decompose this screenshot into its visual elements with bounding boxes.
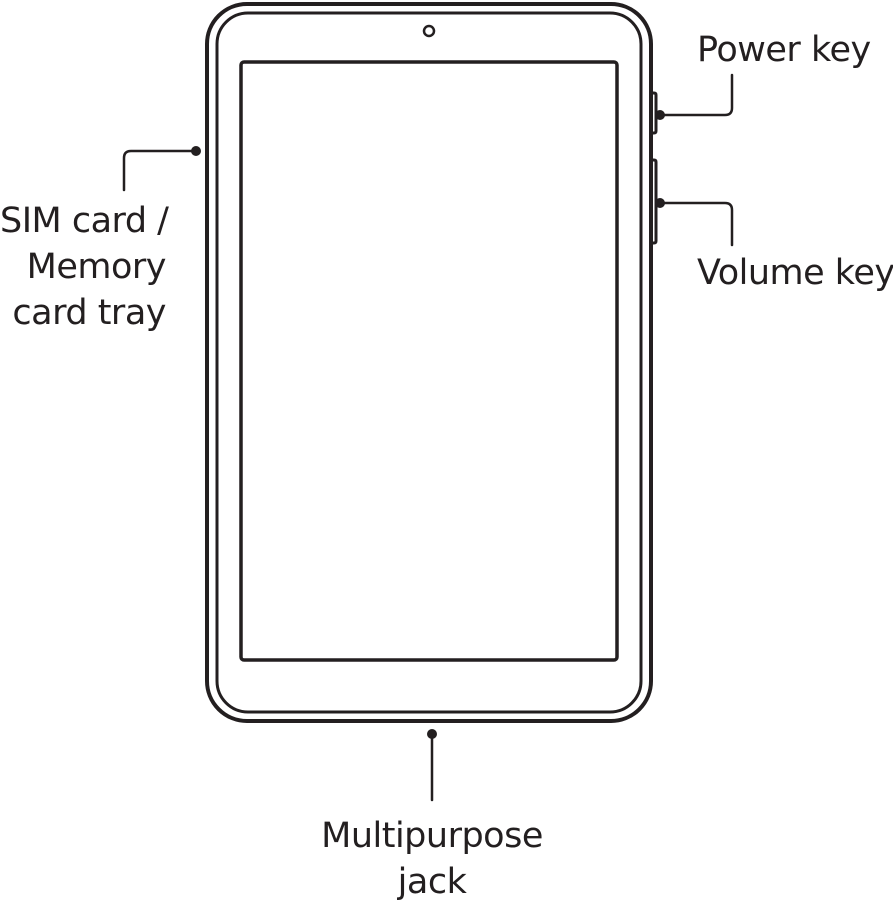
sim-tray-label-line-2: Memory <box>26 247 167 287</box>
volume-key-label: Volume key <box>697 250 893 296</box>
power-key-callout-dot <box>655 110 665 120</box>
power-key-label: Power key <box>697 27 871 73</box>
volume-key-label-text: Volume key <box>697 253 893 293</box>
volume-key-callout-dot <box>655 198 665 208</box>
multipurpose-jack-label: Multipurpose jack <box>312 813 552 905</box>
multipurpose-jack-label-line-1: Multipurpose <box>321 816 543 856</box>
multipurpose-jack-label-line-2: jack <box>397 862 467 902</box>
sim-tray-label-line-3: card tray <box>12 293 166 333</box>
jack-callout-dot <box>427 729 437 739</box>
volume-key-callout-line <box>658 201 734 247</box>
sim-tray-callout-dot <box>191 146 201 156</box>
power-key-label-text: Power key <box>697 30 871 70</box>
sim-tray-label-line-1: SIM card / <box>0 201 169 241</box>
sim-tray-callout-line <box>122 149 198 192</box>
sim-tray-label: SIM card / Memory card tray <box>0 198 169 336</box>
front-camera-icon <box>422 24 436 38</box>
power-key-callout-line <box>658 73 734 117</box>
tablet-screen <box>239 60 619 662</box>
tablet-outer-body <box>205 2 653 723</box>
tablet-inner-bezel <box>215 11 643 714</box>
